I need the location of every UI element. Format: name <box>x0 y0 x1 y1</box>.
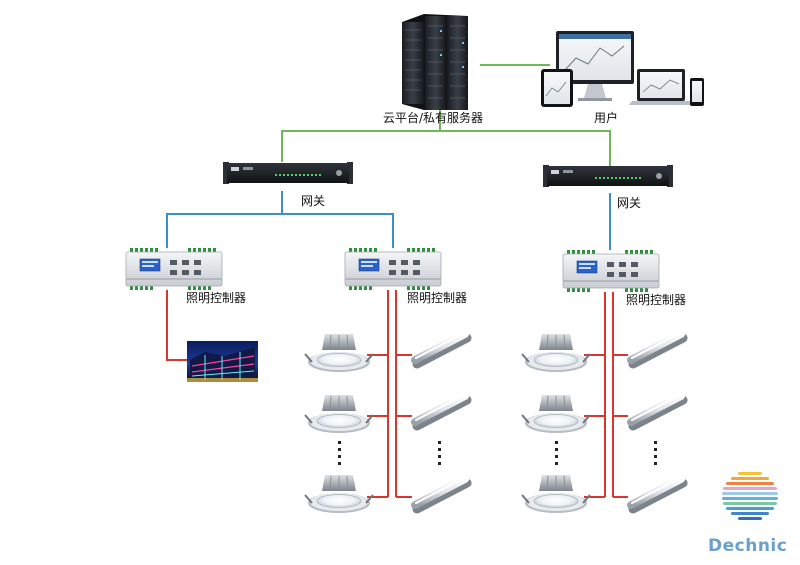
controller-label-2: 照明控制器 <box>407 291 468 305</box>
lighting-controller-device-icon <box>562 249 660 293</box>
server-rack-icon <box>402 14 468 110</box>
downlight-icon <box>304 333 374 373</box>
continuation-dots <box>338 441 657 465</box>
gateway-label-right: 网关 <box>617 196 642 210</box>
linear-tube-light-icon <box>415 395 467 426</box>
building-facade-lighting-image <box>187 341 258 382</box>
linear-tube-light-icon <box>631 333 683 364</box>
gateway-device-icon <box>223 162 353 184</box>
users-label: 用户 <box>594 111 619 125</box>
power-links <box>166 290 628 498</box>
ethernet-links <box>281 64 611 166</box>
downlight-icon <box>304 394 374 434</box>
gateway-device-icon <box>543 165 673 187</box>
linear-tube-light-icon <box>631 395 683 426</box>
controller-label-1: 照明控制器 <box>186 291 247 305</box>
lighting-controller-device-icon <box>125 247 223 291</box>
dechnic-logo-icon <box>722 472 778 520</box>
linear-tube-light-icon <box>415 478 467 509</box>
linear-tube-light-icon <box>631 478 683 509</box>
downlight-icon <box>521 474 591 514</box>
lighting-controller-device-icon <box>344 247 442 291</box>
bus-links <box>166 191 611 250</box>
downlight-icon <box>521 333 591 373</box>
linear-tube-light-icon <box>415 333 467 364</box>
server-label: 云平台/私有服务器 <box>383 111 484 125</box>
downlight-icon <box>304 474 374 514</box>
downlight-icon <box>521 394 591 434</box>
gateway-label-left: 网关 <box>301 194 326 208</box>
brand-name: Dechnic <box>708 536 788 556</box>
controller-label-3: 照明控制器 <box>626 293 687 307</box>
user-devices-icon <box>541 31 704 107</box>
